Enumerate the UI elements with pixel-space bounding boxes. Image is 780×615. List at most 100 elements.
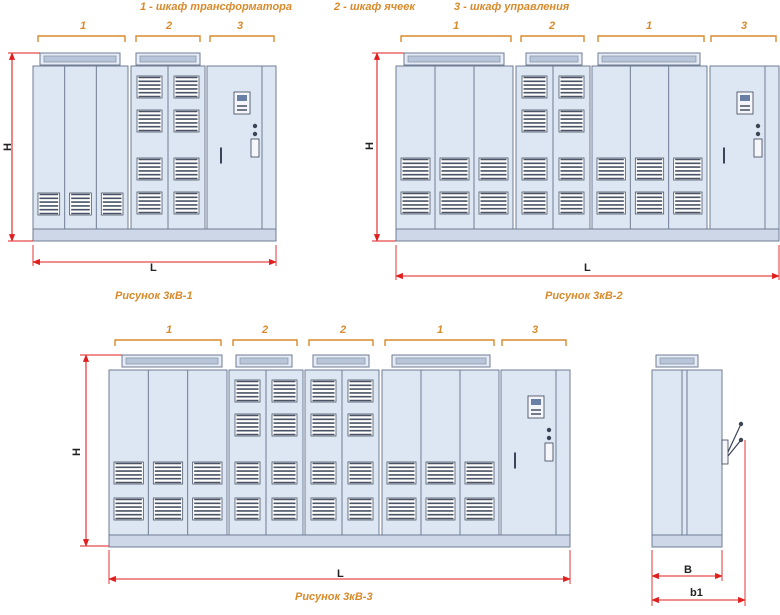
control-section [206,65,277,230]
vent-grille [173,157,200,181]
transformer-section [591,65,708,230]
vent-frame [234,461,261,485]
top-plate-window [659,357,695,365]
vent-grille [234,413,261,437]
vent-frame [136,75,163,99]
vent-grille [347,497,374,521]
figure-1-section-1-label: 1 [80,20,86,32]
top-plate-window [407,55,501,63]
hmi-screen [740,95,750,101]
vent-frame [558,157,585,181]
vent-frame [136,191,163,215]
vent-frame [478,157,509,181]
vent-grille [634,191,665,215]
figure-3-section-2-label: 2 [261,324,268,336]
section-bracket [308,339,374,346]
vent-grille [558,75,585,99]
vent-frame [192,497,223,521]
figure-3kv-1 [8,35,277,266]
vent-grille [136,157,163,181]
vent-grille [347,413,374,437]
vent-frame [347,413,374,437]
vent-frame [310,461,337,485]
vent-grille [192,497,223,521]
section-bracket [232,339,298,346]
vent-frame [425,461,456,485]
control-section [709,65,780,230]
vent-frame [596,157,626,181]
vent-grille [400,191,431,215]
vent-grille [521,157,548,181]
vent-frame [310,379,337,403]
vent-frame [386,497,417,521]
section-bracket [384,339,495,346]
side-handle-arm [727,423,742,453]
side-handle-knob [738,437,744,443]
vent-grille [464,497,495,521]
top-plate [597,52,701,66]
vent-frame [173,75,200,99]
vent-grille [192,461,223,485]
vent-grille [673,191,703,215]
figure-1-caption: Рисунок 3кВ-1 [115,290,193,302]
vent-frame [347,461,374,485]
vent-grille [478,157,509,181]
side-plinth [651,534,723,548]
vent-frame [558,75,585,99]
top-plate [525,52,583,66]
vent-frame [136,109,163,133]
vent-frame [113,497,144,521]
figure-3-section-3-label: 2 [339,324,346,336]
vent-frame [234,379,261,403]
figure-3-height-label: H [71,448,83,456]
top-plate-window [43,55,117,63]
vent-frame [521,157,548,181]
top-plate [121,354,223,368]
vent-grille [152,461,184,485]
top-plate [235,354,293,368]
vent-frame [478,191,509,215]
control-section [500,369,571,536]
switch-knob [546,435,552,441]
vent-frame [596,191,626,215]
cell-section [304,369,380,536]
breaker [250,138,260,158]
vent-frame [439,191,470,215]
figure-2-section-3-label: 1 [646,20,652,32]
figure-3-length-label: L [337,568,344,580]
vent-frame [673,157,703,181]
vent-grille [310,497,337,521]
vent-frame [347,379,374,403]
vent-frame [634,191,665,215]
vent-frame [310,413,337,437]
side-total-depth-label: b1 [690,587,703,599]
vent-grille [439,157,470,181]
vent-grille [173,109,200,133]
plinth [32,228,277,242]
vent-grille [69,192,92,216]
vent-grille [271,461,298,485]
figure-3-section-5-label: 3 [532,324,538,336]
vent-frame [271,413,298,437]
vent-grille [234,379,261,403]
switch-knob [755,131,761,137]
vent-grille [521,75,548,99]
vent-frame [464,461,495,485]
vent-frame [439,157,470,181]
switch-knob [755,123,761,129]
vent-frame [521,109,548,133]
switch-knob [252,123,258,129]
section-bracket [114,339,222,346]
cell-section [515,65,591,230]
vent-grille [558,109,585,133]
vent-frame [192,461,223,485]
vent-grille [310,379,337,403]
vent-grille [347,461,374,485]
cell-section [228,369,304,536]
plinth [395,228,780,242]
top-plate [655,354,699,368]
vent-frame [37,192,61,216]
vent-frame [234,413,261,437]
transformer-section [395,65,514,230]
vent-frame [634,157,665,181]
